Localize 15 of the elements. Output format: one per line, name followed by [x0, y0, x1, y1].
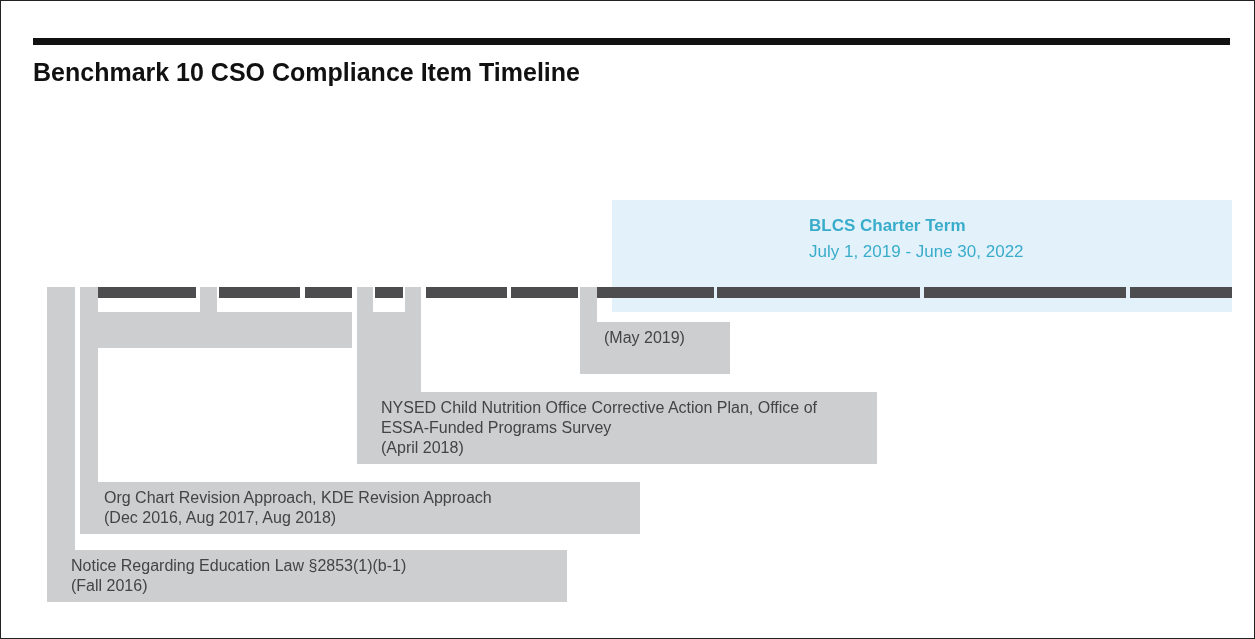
date-range: July 1, 2019 - June 30, 2022: [809, 242, 1024, 262]
band-heading: BLCS Charter Term: [809, 216, 966, 236]
title: Benchmark 10 CSO Compliance Item Timeline: [33, 58, 580, 87]
callout-text: Org Chart Revision Approach, KDE Revision Approach: [104, 488, 493, 508]
charter-term-band: [612, 200, 1232, 312]
date-text: (Dec 2016, Aug 2017, Aug 2018): [104, 508, 338, 528]
callout-tab: [580, 322, 730, 374]
callout-tab: [357, 392, 877, 464]
callout-tab: [47, 550, 567, 602]
callout-text: NYSED Child Nutrition Office Corrective Action Plan, Office of ESSA-Funded Programs Survey: [381, 398, 819, 438]
callout-tab: [80, 482, 640, 534]
date-text: (Fall 2016): [71, 576, 149, 596]
date-text: (April 2018): [381, 438, 465, 458]
callout-text: Notice Regarding Education Law §2853(1)(b-1): [71, 556, 408, 576]
callout-text: (May 2019): [604, 328, 686, 348]
